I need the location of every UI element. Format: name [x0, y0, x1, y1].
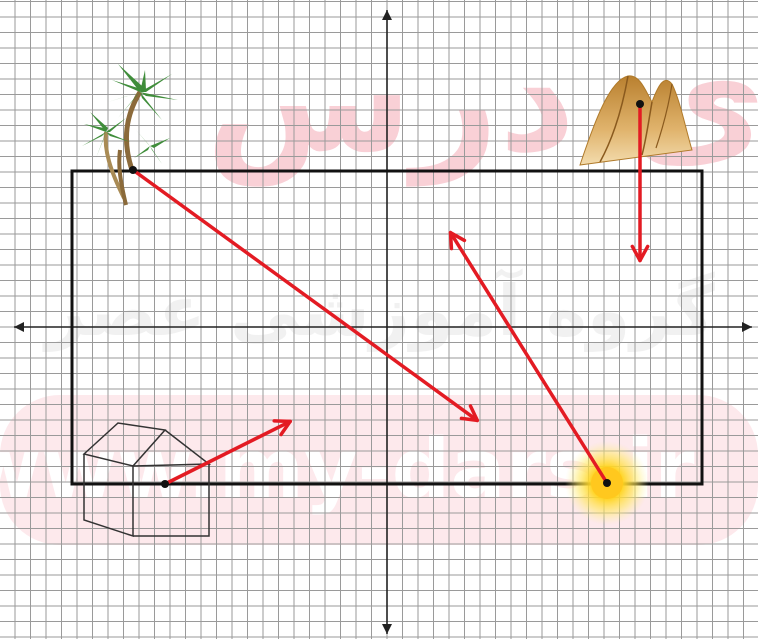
arrow-head	[630, 244, 650, 263]
arrow-shaft	[163, 419, 292, 486]
x-axis-arrow-right	[742, 322, 752, 332]
arrow-head	[448, 230, 467, 251]
arrow-from-mountain	[630, 100, 650, 263]
arrow-start-dot	[161, 480, 169, 488]
arrow-from-palm-trees	[129, 166, 480, 423]
arrow-head	[272, 419, 292, 437]
mountain-icon	[579, 75, 693, 166]
y-axis-arrow-top	[382, 10, 392, 20]
arrow-head	[459, 404, 480, 423]
arrow-start-dot	[636, 100, 644, 108]
house-icon	[82, 422, 212, 538]
arrow-start-dot	[603, 479, 611, 487]
axes	[14, 10, 752, 634]
y-axis-arrow-bottom	[382, 624, 392, 634]
palm-tree-icon	[82, 64, 178, 206]
arrow-start-dot	[129, 166, 137, 174]
arrow-from-sun	[448, 230, 611, 487]
arrow-from-house	[161, 419, 292, 488]
translation-arrows	[129, 100, 650, 488]
arrow-shaft	[131, 168, 480, 423]
x-axis-arrow-left	[14, 322, 24, 332]
watermark-band	[0, 395, 758, 545]
arrow-shaft	[448, 230, 609, 485]
boundary-rectangle	[70, 169, 704, 486]
